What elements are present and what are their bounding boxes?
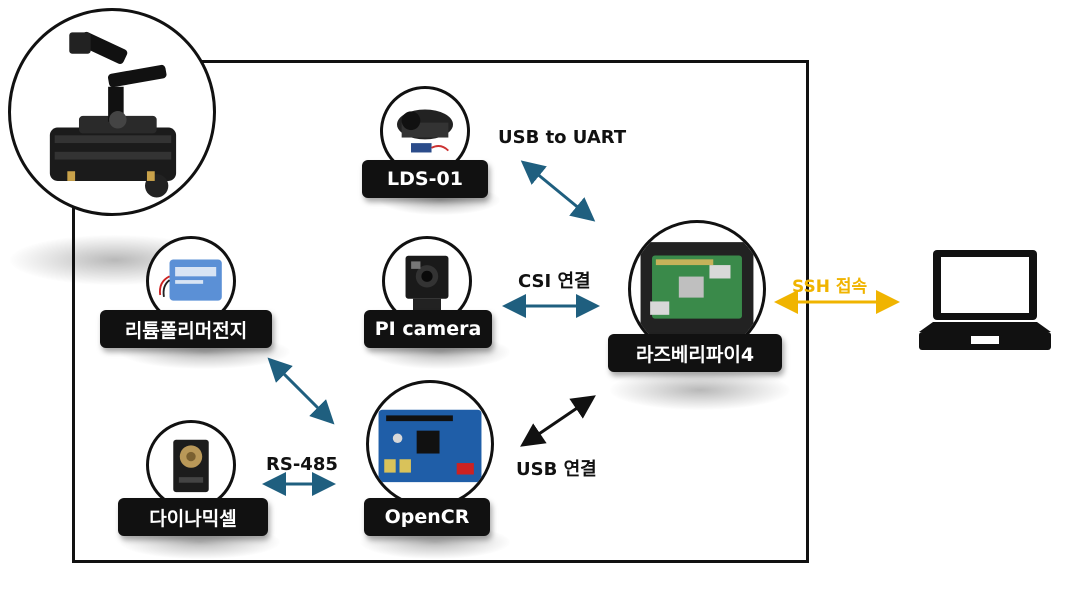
rs485-text: RS-485 (266, 454, 338, 475)
lidar-drawing (397, 109, 453, 153)
ssh-text: SSH 접속 (792, 277, 868, 297)
opencr-label: OpenCR (364, 498, 490, 536)
camera-image (382, 236, 472, 326)
usb-uart-text: USB to UART (498, 127, 627, 148)
robot-drawing (49, 31, 177, 198)
turtlebot-image (8, 8, 216, 216)
opencr-image (366, 380, 494, 508)
rpi-drawing (640, 242, 754, 334)
rpi-label: 라즈베리파이4 (608, 334, 782, 372)
dynamixel-drawing (173, 439, 209, 493)
csi-text: CSI 연결 (518, 271, 591, 292)
camera-label: PI camera (364, 310, 492, 348)
camera-drawing (405, 255, 449, 312)
dynamixel-label: 다이나믹셀 (118, 498, 268, 536)
lds-label: LDS-01 (362, 160, 488, 198)
battery-label: 리튬폴리머전지 (100, 310, 272, 348)
usb-text: USB 연결 (516, 459, 597, 480)
opencr-drawing (378, 409, 482, 483)
rpi-image (628, 220, 766, 358)
battery-drawing (159, 259, 222, 301)
laptop-icon (919, 250, 1051, 350)
shadow-rpi (610, 370, 790, 410)
dynamixel-image (146, 420, 236, 510)
